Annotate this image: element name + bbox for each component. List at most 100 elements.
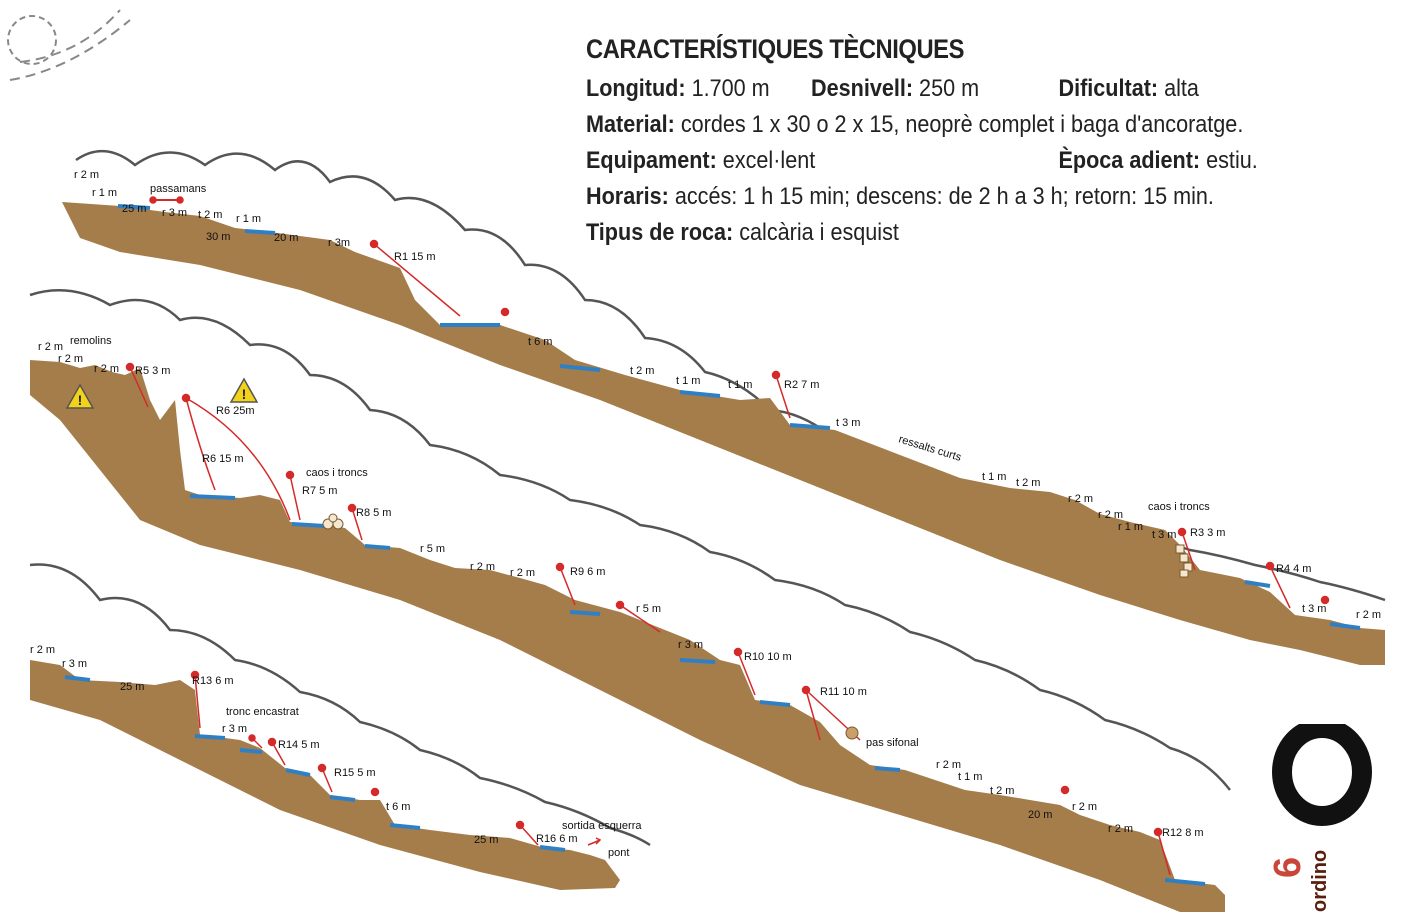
specs-row-4: Horaris: accés: 1 h 15 min; descens: de … <box>586 179 1320 215</box>
roca-value: calcària i esquist <box>733 219 899 246</box>
diagram-labels: r 2 m r 1 m 25 m passamans r 3 m t 2 m r 1 m 30… <box>30 169 1381 859</box>
diagram-label: t 6 m <box>386 801 410 813</box>
diagram-label: r 3 m <box>62 658 87 670</box>
diagram-label: caos i troncs <box>1148 501 1210 513</box>
diagram-label: r 1 m <box>92 187 117 199</box>
horaris-value: accés: 1 h 15 min; descens: de 2 h a 3 h… <box>668 183 1214 210</box>
diagram-label: t 3 m <box>1152 529 1176 541</box>
diagram-label: tronc encastrat <box>226 706 299 718</box>
diagram-label: t 2 m <box>1016 477 1040 489</box>
diagram-label: 25 m <box>122 203 146 215</box>
diagram-label: t 1 m <box>728 379 752 391</box>
rappel-lines-bottom <box>190 670 602 846</box>
rock-top <box>62 202 1385 665</box>
brand-o-mark <box>1272 724 1372 826</box>
diagram-label: r 2 m <box>510 567 535 579</box>
diagram-label: r 2 m <box>58 353 83 365</box>
diagram-label: R1 15 m <box>394 251 436 263</box>
diagram-label: R2 7 m <box>784 379 819 391</box>
dificultat-label: Dificultat: <box>1058 75 1159 102</box>
specs-row-5: Tipus de roca: calcària i esquist <box>586 215 1320 251</box>
diagram-label: R6 25m <box>216 405 255 417</box>
specs-row-3: Equipament: excel·lent Època adient: est… <box>586 143 1320 179</box>
desnivell-value: 250 m <box>913 75 980 102</box>
profile-middle <box>29 289 1231 912</box>
diagram-label: caos i troncs <box>306 467 368 479</box>
diagram-label: t 2 m <box>990 785 1014 797</box>
dificultat-value: alta <box>1158 75 1199 102</box>
diagram-label: remolins <box>70 335 112 347</box>
diagram-label: r 2 m <box>74 169 99 181</box>
diagram-label: 30 m <box>206 231 230 243</box>
diagram-label: R11 10 m <box>820 686 867 698</box>
equipament-value: excel·lent <box>716 147 816 174</box>
profile-bottom <box>29 563 651 890</box>
brand-logo: 6 ordino <box>1267 724 1372 912</box>
diagram-label: r 3 m <box>162 207 187 219</box>
compass-scribble <box>7 9 131 81</box>
pools-middle <box>189 494 1206 886</box>
diagram-label: r 2 m <box>1072 801 1097 813</box>
diagram-label: r 3 m <box>222 723 247 735</box>
diagram-label: r 5 m <box>420 543 445 555</box>
diagram-label: R13 6 m <box>192 675 234 687</box>
boulders-middle <box>322 513 859 740</box>
cliff-arcs-middle <box>29 289 1231 791</box>
diagram-label: r 2 m <box>94 363 119 375</box>
diagram-label: 25 m <box>474 834 498 846</box>
boulders-top <box>1175 544 1193 578</box>
longitud-label: Longitud: <box>586 75 686 102</box>
diagram-label: r 2 m <box>1356 609 1381 621</box>
material-value: cordes 1 x 30 o 2 x 15, neoprè complet i… <box>674 111 1244 138</box>
diagram-label: R15 5 m <box>334 767 376 779</box>
brand-number: 6 <box>1267 857 1309 878</box>
diagram-label: R14 5 m <box>278 739 320 751</box>
diagram-label: R3 3 m <box>1190 527 1225 539</box>
epoca-label: Època adient: <box>1058 147 1201 174</box>
cliff-arcs-bottom <box>29 563 651 847</box>
longitud-value: 1.700 m <box>685 75 770 102</box>
diagram-label: t 3 m <box>836 417 860 429</box>
pools-bottom <box>64 675 566 852</box>
desnivell-label: Desnivell: <box>811 75 914 102</box>
diagram-label: R10 10 m <box>744 651 792 663</box>
diagram-label: t 1 m <box>982 471 1006 483</box>
epoca-value: estiu. <box>1200 147 1258 174</box>
technical-specs-panel: CARACTERÍSTIQUES TÈCNIQUES Longitud: 1.7… <box>586 34 1401 251</box>
diagram-label: pas sifonal <box>866 737 919 749</box>
specs-title: CARACTERÍSTIQUES TÈCNIQUES <box>586 34 965 64</box>
diagram-label: t 1 m <box>958 771 982 783</box>
diagram-label: r 2 m <box>1068 493 1093 505</box>
brand-name: ordino <box>1309 850 1331 912</box>
diagram-label: 20 m <box>1028 809 1052 821</box>
diagram-label: t 6 m <box>528 336 552 348</box>
diagram-label: R16 6 m <box>536 833 578 845</box>
diagram-label: R7 5 m <box>302 485 337 497</box>
diagram-label: r 2 m <box>30 644 55 656</box>
diagram-label: R12 8 m <box>1162 827 1204 839</box>
rappel-lines-top <box>149 196 1330 609</box>
diagram-label: R4 4 m <box>1276 563 1311 575</box>
diagram-label: 20 m <box>274 232 298 244</box>
diagram-label: r 2 m <box>38 341 63 353</box>
diagram-label: passamans <box>150 183 207 195</box>
diagram-label: t 2 m <box>630 365 654 377</box>
specs-row-2: Material: cordes 1 x 30 o 2 x 15, neoprè… <box>586 107 1320 143</box>
diagram-label: t 1 m <box>676 375 700 387</box>
diagram-label: r 2 m <box>936 759 961 771</box>
specs-row-1: Longitud: 1.700 m Desnivell: 250 m Dific… <box>586 71 1320 107</box>
equipament-label: Equipament: <box>586 147 717 174</box>
diagram-label: t 3 m <box>1302 603 1326 615</box>
diagram-label: r 2 m <box>470 561 495 573</box>
diagram-label: r 1 m <box>1118 521 1143 533</box>
diagram-label: r 3 m <box>678 639 703 651</box>
diagram-label: t 2 m <box>198 209 222 221</box>
diagram-label: sortida esquerra <box>562 820 642 832</box>
diagram-label: pont <box>608 847 629 859</box>
pools-top <box>117 204 1361 630</box>
diagram-label: r 1 m <box>236 213 261 225</box>
diagram-label: R9 6 m <box>570 566 605 578</box>
rappel-lines-middle <box>125 362 1171 876</box>
diagram-label: R8 5 m <box>356 507 391 519</box>
